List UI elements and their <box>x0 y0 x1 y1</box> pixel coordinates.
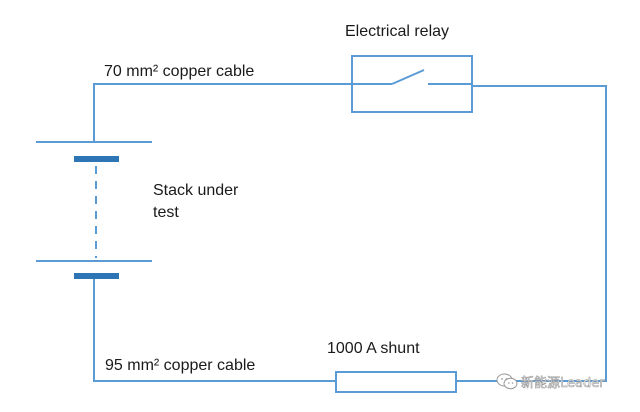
shunt-label: 1000 A shunt <box>327 340 420 357</box>
wechat-icon <box>496 373 518 390</box>
relay-label: Electrical relay <box>345 23 450 40</box>
relay-switch-blade <box>391 69 425 85</box>
wire-bottom-left <box>93 276 336 382</box>
watermark-text: 新能源Leader <box>521 376 605 392</box>
shunt-resistor <box>335 371 457 393</box>
top-cable-label: 70 mm² copper cable <box>104 63 255 80</box>
wire-top-left <box>93 83 352 142</box>
stack-plate-bottom-short <box>74 273 119 279</box>
wire-right <box>456 85 607 382</box>
watermark: 新能源Leader <box>496 372 605 391</box>
stack-label-line1: Stack under <box>153 182 239 199</box>
stack-plate-top-short <box>74 156 119 162</box>
bottom-cable-label: 95 mm² copper cable <box>105 357 256 374</box>
stack-label-line2: test <box>153 204 179 221</box>
